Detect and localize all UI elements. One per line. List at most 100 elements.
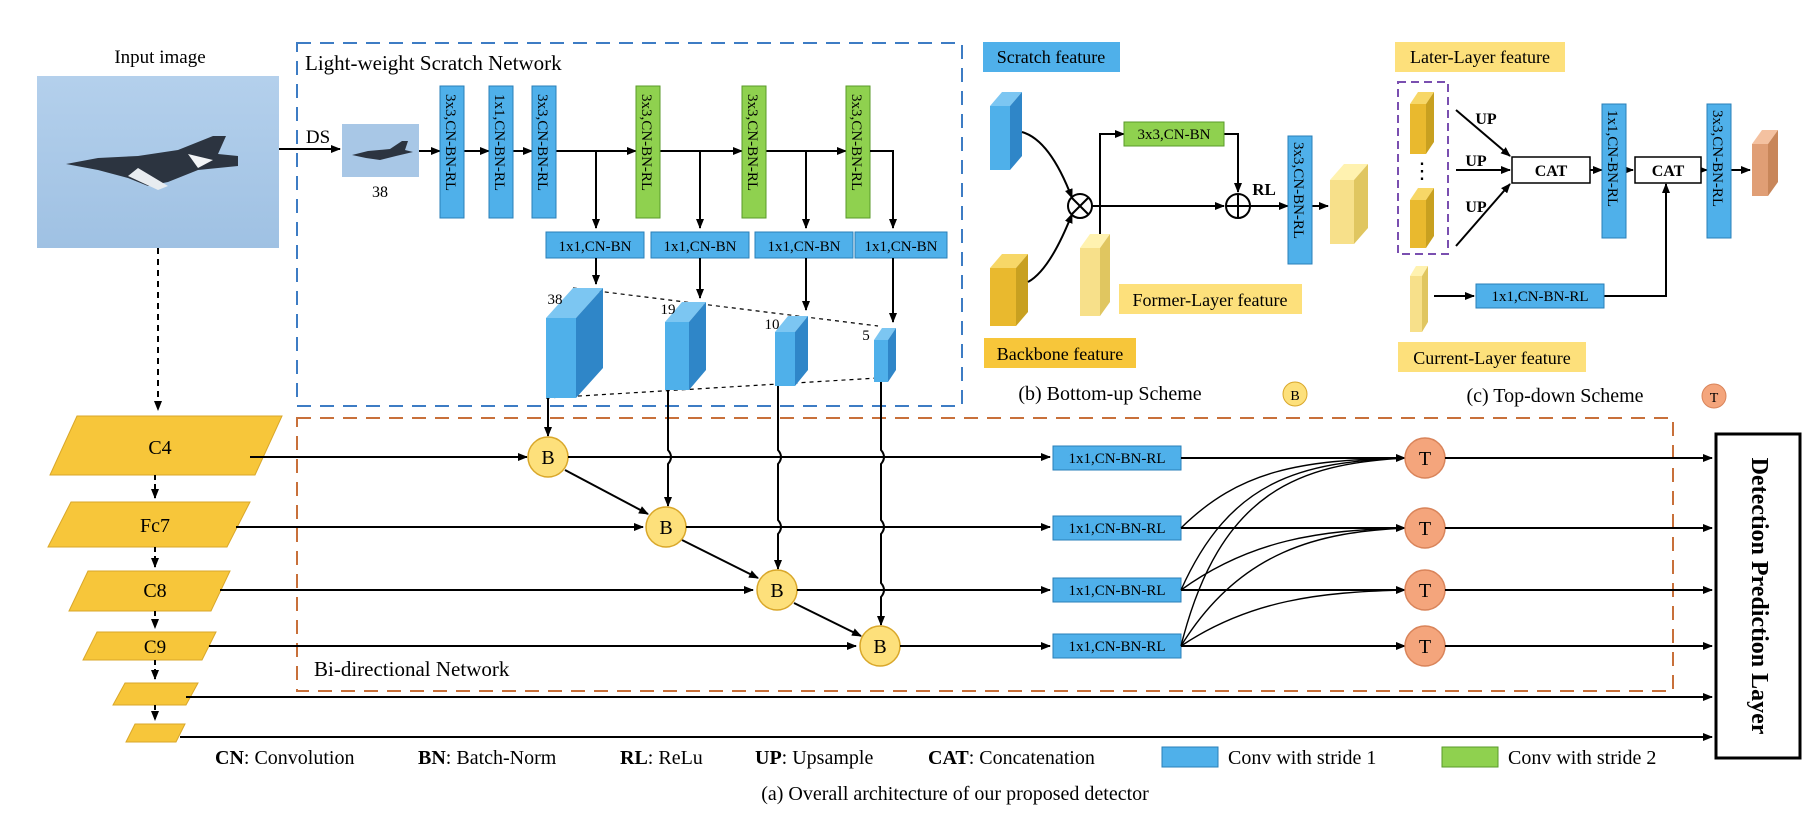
add-icon: [1225, 193, 1251, 219]
cat-label: CAT: [1535, 163, 1568, 180]
svg-text:UP: Upsample: UP: Upsample: [755, 747, 873, 769]
conv-block-label: 3x3,CN-BN-RL: [534, 94, 550, 191]
former-feature-cuboid: [1080, 234, 1110, 316]
conv-block-stride2: [845, 85, 871, 219]
svg-text:CAT: Concatenation: CAT: Concatenation: [928, 747, 1095, 769]
mid-block-label: 1x1,CN-BN-RL: [1068, 583, 1165, 599]
backbone-layer-fc7: [47, 501, 251, 548]
bottom-up-nodes: B B B B: [527, 436, 901, 667]
t-node-label: T: [1419, 448, 1431, 470]
scratch-feature-cuboid: [990, 92, 1022, 170]
backbone-feature-tag: [984, 338, 1136, 368]
backbone-layer-6: [125, 723, 186, 743]
conv-block-label: 3x3,CN-BN-RL: [1290, 142, 1306, 239]
mid-block-label: 1x1,CN-BN-RL: [1068, 451, 1165, 467]
later-feature-cuboid-1: [1410, 92, 1434, 154]
legend-stride2-swatch: [1441, 746, 1499, 768]
feature-size-label: 38: [548, 292, 563, 308]
bottom-up-caption: (b) Bottom-up Scheme: [1018, 383, 1201, 405]
branch-block-label: 1x1,CN-BN: [664, 239, 737, 255]
b-badge: [1282, 381, 1308, 407]
backbone-layer-c9: [82, 631, 217, 661]
scratch-vertical-blocks: 3x3,CN-BN-RL 1x1,CN-BN-RL 3x3,CN-BN-RL 3…: [439, 85, 871, 219]
scratch-feature-tag: [983, 42, 1120, 72]
top-down-conv-block-1: [1601, 103, 1627, 239]
b-badge-label: B: [1290, 389, 1299, 404]
feature-map-10: [775, 316, 808, 386]
bottom-up-output-cuboid: [1330, 164, 1368, 244]
top-down-output-cuboid: [1752, 130, 1778, 196]
detection-prediction-layer: [1714, 432, 1802, 760]
conv-block-label: 3x3,CN-BN-RL: [638, 94, 654, 191]
t-badge-label: T: [1710, 391, 1719, 406]
feature-map-5: [874, 328, 896, 382]
backbone-feature-label: Backbone feature: [997, 344, 1123, 364]
feature-maps: [546, 288, 896, 398]
conv-block-stride1: [439, 85, 465, 219]
mid-block-label: 1x1,CN-BN-RL: [1068, 521, 1165, 537]
conv-block-stride1: [531, 85, 557, 219]
b-node-label: B: [541, 447, 554, 469]
cat-label: CAT: [1652, 163, 1685, 180]
conv-block-label: 1x1,CN-BN-RL: [491, 94, 507, 191]
top-down-conv-block-2: [1706, 103, 1732, 239]
backbone-layer-c8: [68, 570, 231, 612]
multiply-icon: [1067, 193, 1093, 219]
later-feature-group: [1397, 81, 1449, 255]
detection-layer-label: Detection Prediction Layer: [1746, 458, 1772, 735]
top-down-caption: (c) Top-down Scheme: [1466, 385, 1643, 407]
concat-node-2: [1634, 156, 1702, 184]
t-badge: [1701, 383, 1727, 409]
svg-text:BN: Batch-Norm: BN: Batch-Norm: [418, 747, 557, 769]
mid-conv-blocks: 1x1,CN-BN-RL 1x1,CN-BN-RL 1x1,CN-BN-RL 1…: [1052, 445, 1182, 659]
feature-size-label: 19: [661, 302, 676, 318]
jet-icon: [66, 136, 238, 190]
conv-block-label: 3x3,CN-BN-RL: [1709, 110, 1725, 207]
backbone-label: Fc7: [140, 515, 170, 537]
up-label: UP: [1465, 153, 1487, 170]
feature-map-38: [546, 288, 603, 398]
conv-block-label: 3x3,CN-BN-RL: [744, 94, 760, 191]
later-feature-cuboid-2: [1410, 188, 1434, 248]
legend-stride2-label: Conv with stride 2: [1508, 747, 1656, 769]
b-node-label: B: [873, 636, 886, 658]
up-label: UP: [1465, 199, 1487, 216]
up-label: UP: [1475, 111, 1497, 128]
b-node-label: B: [659, 517, 672, 539]
current-feature-cuboid: [1410, 266, 1428, 332]
bottom-block-label: 1x1,CN-BN-RL: [1491, 289, 1588, 305]
backbone-label: C9: [144, 637, 166, 658]
conv-block-label: 3x3,CN-BN-RL: [848, 94, 864, 191]
mid-block-label: 1x1,CN-BN-RL: [1068, 639, 1165, 655]
bidirectional-network-box: [296, 417, 1674, 692]
branch-block-label: 1x1,CN-BN: [865, 239, 938, 255]
conv-block-stride2: [635, 85, 661, 219]
legend: CN: Convolution BN: Batch-Norm RL: ReLu …: [215, 746, 1656, 769]
ellipsis-icon: ⋮: [1411, 158, 1433, 183]
top-down-bottom-block: [1475, 283, 1605, 309]
backbone-feature-cuboid: [990, 254, 1028, 326]
conv-block-stride2: [741, 85, 767, 219]
former-feature-tag: [1119, 284, 1302, 314]
conv-block-label: 3x3,CN-BN-RL: [442, 94, 458, 191]
t-node-label: T: [1419, 518, 1431, 540]
later-feature-tag: [1395, 42, 1565, 72]
branch-block-label: 1x1,CN-BN: [768, 239, 841, 255]
bottom-up-conv-block: [1287, 135, 1313, 265]
concat-node-1: [1511, 156, 1591, 184]
t-node-label: T: [1419, 636, 1431, 658]
input-image: [37, 76, 279, 248]
branch-blocks: 1x1,CN-BN 1x1,CN-BN 1x1,CN-BN 1x1,CN-BN: [545, 231, 948, 259]
branch-block-label: 1x1,CN-BN: [559, 239, 632, 255]
feature-map-19: [665, 302, 706, 390]
feature-size-label: 10: [765, 317, 780, 333]
small-image-size: 38: [372, 184, 388, 201]
svg-text:CN: Convolution: CN: Convolution: [215, 747, 354, 769]
later-feature-label: Later-Layer feature: [1410, 47, 1550, 67]
b-node-label: B: [770, 580, 783, 602]
green-block-label: 3x3,CN-BN: [1138, 127, 1211, 143]
bidirectional-title: Bi-directional Network: [314, 657, 510, 681]
bottom-up-green-block: [1123, 121, 1225, 147]
svg-text:RL: ReLu: RL: ReLu: [620, 747, 703, 769]
